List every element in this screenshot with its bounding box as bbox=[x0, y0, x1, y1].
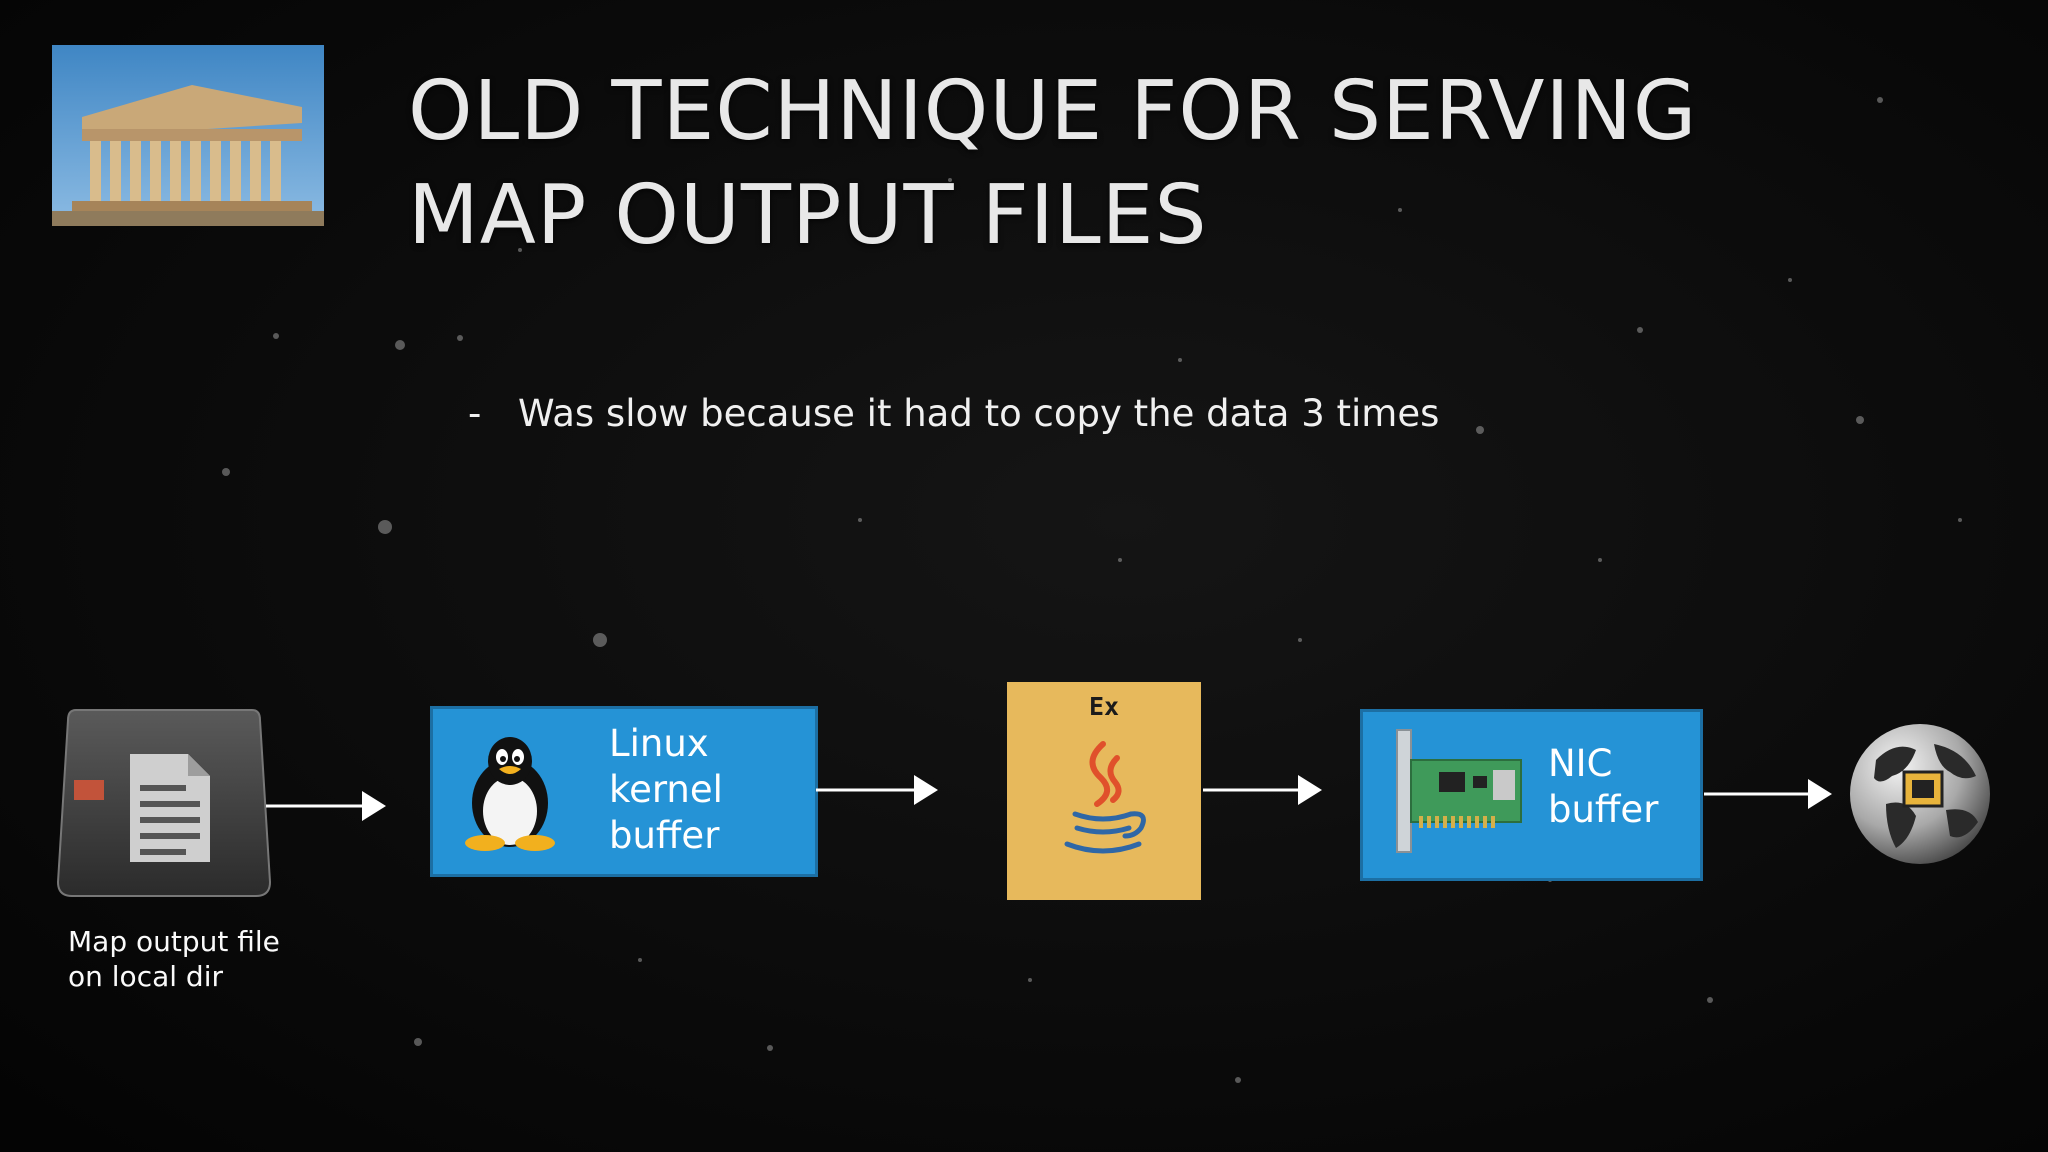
nic-buffer-box: NIC buffer bbox=[1360, 709, 1703, 881]
parthenon-image bbox=[52, 45, 324, 226]
executor-label: Ex bbox=[1088, 692, 1120, 721]
tux-penguin-icon bbox=[465, 737, 555, 851]
java-coffee-cup-icon bbox=[1064, 741, 1146, 854]
nic-label: NIC buffer bbox=[1548, 742, 1659, 831]
bullet-point: -Was slow because it had to copy the dat… bbox=[468, 392, 1439, 435]
network-card-icon bbox=[1396, 729, 1522, 853]
bullet-text: Was slow because it had to copy the data… bbox=[518, 392, 1440, 435]
source-caption: Map output file on local dir bbox=[68, 925, 280, 993]
hard-drive-document-icon bbox=[56, 709, 272, 897]
globe-ethernet-icon bbox=[1850, 724, 1990, 864]
linux-kernel-buffer-box: Linux kernel buffer bbox=[430, 706, 818, 877]
slide-title: OLD TECHNIQUE FOR SERVING MAP OUTPUT FIL… bbox=[408, 64, 1698, 263]
executor-box: Ex bbox=[1007, 682, 1201, 900]
bullet-marker: - bbox=[468, 392, 482, 435]
linux-label: Linux kernel buffer bbox=[609, 722, 723, 857]
